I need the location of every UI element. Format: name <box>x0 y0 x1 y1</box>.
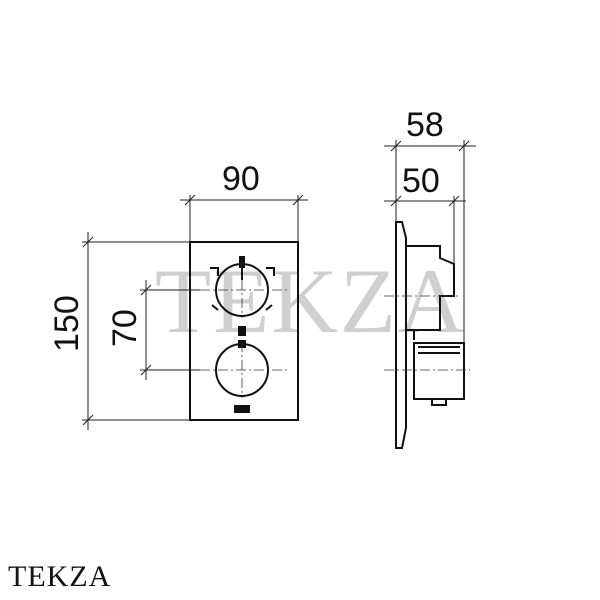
side-view <box>384 221 470 449</box>
height-label: 150 <box>48 295 86 352</box>
dimension-depth-body: 50 <box>384 162 466 264</box>
brand-logo-text: TEKZA <box>8 560 112 593</box>
width-label: 90 <box>222 160 260 198</box>
spacing-label: 70 <box>106 309 144 347</box>
side-upper-step <box>406 329 415 340</box>
side-faceplate <box>395 221 407 449</box>
depth-body-label: 50 <box>402 162 440 200</box>
dimension-height: 150 <box>48 232 190 430</box>
left-marker <box>210 267 219 276</box>
right-small-mark <box>265 304 273 311</box>
front-view <box>189 241 299 421</box>
front-faceplate <box>189 241 299 421</box>
side-cartridge-foot <box>431 398 447 406</box>
watermark-text: TEKZA <box>155 250 466 352</box>
right-marker <box>266 267 275 276</box>
dimension-width: 90 <box>180 160 308 242</box>
dimension-depth-total: 58 <box>384 106 476 343</box>
side-upper-body <box>406 245 455 331</box>
dimension-spacing: 70 <box>106 280 200 380</box>
depth-total-label: 58 <box>406 106 444 144</box>
center-indicator <box>238 326 246 336</box>
bottom-indicator <box>234 405 250 413</box>
left-small-mark <box>211 304 219 311</box>
